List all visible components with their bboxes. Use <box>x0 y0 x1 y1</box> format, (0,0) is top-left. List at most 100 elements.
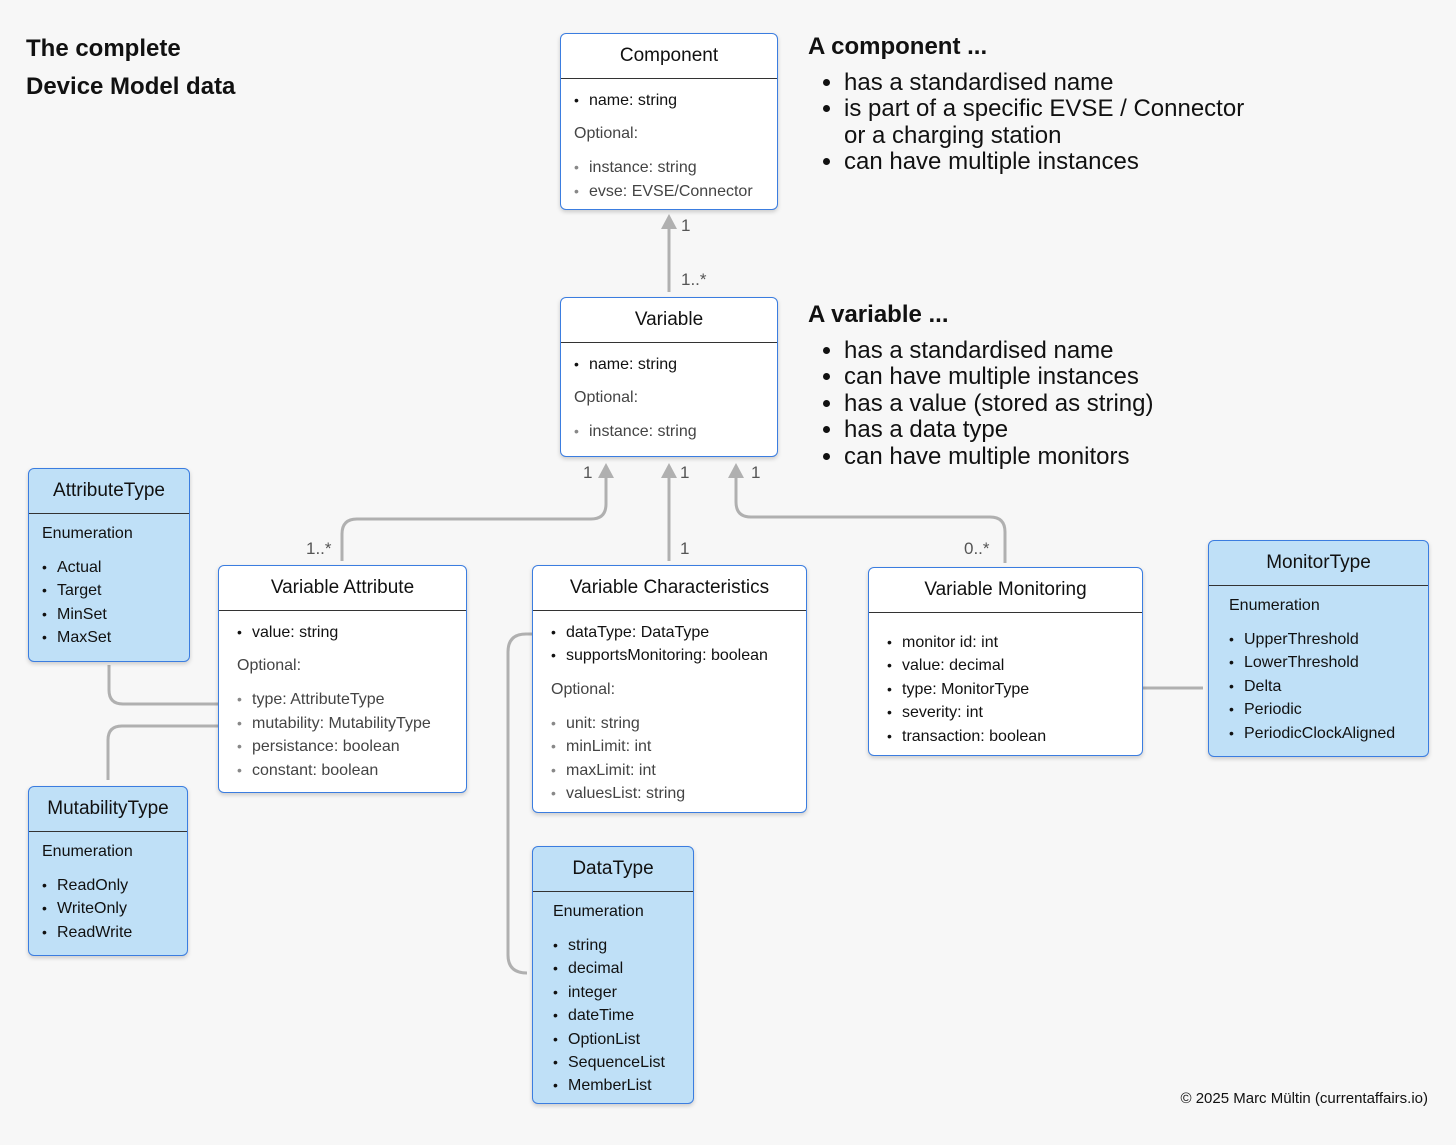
monitortype-value: PeriodicClockAligned <box>1229 722 1416 745</box>
variable-characteristics-field: dataType: DataType <box>551 621 794 644</box>
component-info-heading: A component ... <box>808 33 988 60</box>
variable-characteristics-title: Variable Characteristics <box>533 566 806 611</box>
variable-info: A variable ... has a standardised name c… <box>808 300 1153 470</box>
variable-fields: name: string <box>574 353 765 376</box>
mutabilitytype-label: Enumeration <box>42 843 133 860</box>
variable-characteristics-optional-field: maxLimit: int <box>551 759 794 782</box>
variable-info-point: has a standardised name <box>844 337 1153 364</box>
component-optional-fields: instance: string evse: EVSE/Connector <box>574 156 765 203</box>
mutabilitytype-value: WriteOnly <box>42 897 175 920</box>
variable-monitoring-field: severity: int <box>887 701 1130 724</box>
variable-characteristics-fields: dataType: DataType supportsMonitoring: b… <box>551 621 794 668</box>
datatype-label: Enumeration <box>553 903 644 920</box>
monitortype-value: Delta <box>1229 675 1416 698</box>
monitortype-value: Periodic <box>1229 698 1416 721</box>
mutabilitytype-value: ReadOnly <box>42 874 175 897</box>
variable-title: Variable <box>561 298 777 343</box>
datatype-values: string decimal integer dateTime OptionLi… <box>553 934 681 1098</box>
variable-info-point: has a value (stored as string) <box>844 390 1153 417</box>
variable-characteristics-optional-fields: unit: string minLimit: int maxLimit: int… <box>551 712 794 806</box>
mutabilitytype-values: ReadOnly WriteOnly ReadWrite <box>42 874 175 944</box>
variable-attribute-optional-field: mutability: MutabilityType <box>237 712 454 735</box>
variable-monitoring-field: value: decimal <box>887 654 1130 677</box>
monitortype-title: MonitorType <box>1209 541 1428 586</box>
variable-optional-label: Optional: <box>574 389 639 407</box>
connector-attribute-variable <box>340 478 608 561</box>
connector-attributetype-field <box>107 665 222 706</box>
variable-attribute-optional-label: Optional: <box>237 657 302 675</box>
connector-mutabilitytype-field <box>106 724 222 780</box>
variable-optional-fields: instance: string <box>574 420 765 443</box>
component-info: A component ... has a standardised name … <box>808 32 1244 176</box>
variable-characteristics-optional-field: valuesList: string <box>551 782 794 805</box>
mutabilitytype-box: MutabilityType Enumeration ReadOnly Writ… <box>28 786 188 956</box>
variable-characteristics-optional-field: unit: string <box>551 712 794 735</box>
variable-attribute-optional-field: persistance: boolean <box>237 735 454 758</box>
attributetype-value: MinSet <box>42 603 177 626</box>
variable-characteristics-box: Variable Characteristics dataType: DataT… <box>532 565 807 813</box>
variable-info-point: has a data type <box>844 416 1153 443</box>
variable-monitoring-title: Variable Monitoring <box>869 568 1142 613</box>
attributetype-value: MaxSet <box>42 626 177 649</box>
page-title: The complete Device Model data <box>26 30 235 106</box>
mult-char-bottom: 1 <box>680 539 690 558</box>
attributetype-box: AttributeType Enumeration Actual Target … <box>28 468 190 662</box>
variable-info-heading: A variable ... <box>808 301 949 328</box>
variable-attribute-optional-field: type: AttributeType <box>237 688 454 711</box>
datatype-value: MemberList <box>553 1074 681 1097</box>
mult-mon-bottom: 0..* <box>964 539 990 558</box>
copyright: © 2025 Marc Mültin (currentaffairs.io) <box>1180 1090 1428 1107</box>
monitortype-box: MonitorType Enumeration UpperThreshold L… <box>1208 540 1429 757</box>
title-line-1: The complete <box>26 35 181 62</box>
variable-monitoring-box: Variable Monitoring monitor id: int valu… <box>868 567 1143 756</box>
variable-attribute-field: value: string <box>237 621 454 644</box>
variable-monitoring-field: type: MonitorType <box>887 678 1130 701</box>
monitortype-label: Enumeration <box>1229 597 1320 614</box>
variable-monitoring-fields: monitor id: int value: decimal type: Mon… <box>887 631 1130 748</box>
arrowhead-variable-center <box>661 463 677 478</box>
component-optional-field: instance: string <box>574 156 765 179</box>
arrowhead-variable-left <box>598 463 614 478</box>
connector-monitoring-variable <box>734 478 1007 563</box>
component-info-point: has a standardised name <box>844 69 1244 96</box>
component-info-point: is part of a specific EVSE / Connector <box>844 96 1244 123</box>
monitortype-values: UpperThreshold LowerThreshold Delta Peri… <box>1229 628 1416 745</box>
component-box: Component name: string Optional: instanc… <box>560 33 778 210</box>
mutabilitytype-value: ReadWrite <box>42 921 175 944</box>
component-fields: name: string <box>574 89 765 112</box>
component-optional-label: Optional: <box>574 125 639 143</box>
arrowhead-component <box>661 214 677 229</box>
variable-characteristics-optional-label: Optional: <box>551 680 616 698</box>
datatype-box: DataType Enumeration string decimal inte… <box>532 846 694 1104</box>
variable-info-point: can have multiple monitors <box>844 443 1153 470</box>
component-optional-field: evse: EVSE/Connector <box>574 180 765 203</box>
component-info-list: has a standardised name is part of a spe… <box>808 69 1244 176</box>
attributetype-title: AttributeType <box>29 469 189 514</box>
attributetype-values: Actual Target MinSet MaxSet <box>42 556 177 650</box>
title-line-2: Device Model data <box>26 73 236 100</box>
variable-optional-field: instance: string <box>574 420 765 443</box>
variable-attribute-box: Variable Attribute value: string Optiona… <box>218 565 467 793</box>
variable-characteristics-field: supportsMonitoring: boolean <box>551 644 794 667</box>
monitortype-value: UpperThreshold <box>1229 628 1416 651</box>
component-field: name: string <box>574 89 765 112</box>
datatype-value: SequenceList <box>553 1051 681 1074</box>
datatype-title: DataType <box>533 847 693 892</box>
component-info-point: or a charging station <box>844 121 1062 149</box>
monitortype-value: LowerThreshold <box>1229 651 1416 674</box>
mult-char-top: 1 <box>680 463 690 482</box>
variable-monitoring-field: transaction: boolean <box>887 725 1130 748</box>
mult-variable-bottom: 1..* <box>681 270 707 289</box>
attributetype-value: Target <box>42 579 177 602</box>
component-title: Component <box>561 34 777 79</box>
component-info-point: can have multiple instances <box>844 148 1244 175</box>
mutabilitytype-title: MutabilityType <box>29 787 187 832</box>
datatype-value: decimal <box>553 957 681 980</box>
mult-mon-top: 1 <box>751 463 761 482</box>
connector-datatype-field <box>506 632 536 975</box>
datatype-value: OptionList <box>553 1028 681 1051</box>
variable-attribute-title: Variable Attribute <box>219 566 466 611</box>
arrowhead-variable-right <box>728 463 744 478</box>
variable-box: Variable name: string Optional: instance… <box>560 297 778 457</box>
variable-characteristics-optional-field: minLimit: int <box>551 735 794 758</box>
